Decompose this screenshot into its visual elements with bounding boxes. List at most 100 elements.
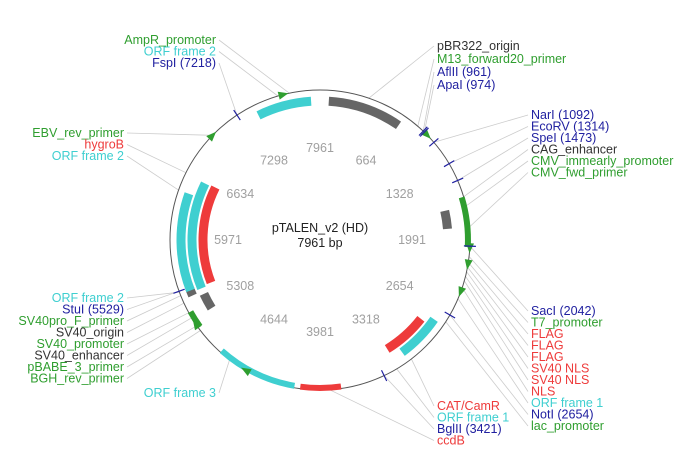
leader-line (468, 256, 529, 323)
feature-label-bglii-3421: BglII (3421) (437, 422, 502, 436)
feature-label-lac-promoter: lac_promoter (531, 419, 604, 433)
leader-line (457, 137, 529, 181)
feature-label-t7-promoter: T7_promoter (531, 316, 603, 330)
feature-label-apai-974: ApaI (974) (437, 78, 495, 92)
ruler-tick-label: 3318 (352, 313, 380, 327)
feature-arrowhead (206, 131, 217, 142)
feature-label-m13-forward20-primer: M13_forward20_primer (437, 52, 566, 66)
feature-arc-cmv-immearly-promoter (440, 209, 452, 230)
feature-label-bgh-rev-primer: BGH_rev_primer (30, 372, 124, 386)
feature-label-orf-frame-3: ORF frame 3 (144, 386, 216, 400)
leader-line (126, 291, 180, 299)
label-leader-lines (126, 39, 529, 441)
feature-arc-hygrob (198, 185, 220, 285)
ruler-tick-label: 7298 (260, 153, 288, 167)
enzyme-site-tick (444, 311, 456, 319)
leader-line (448, 126, 529, 165)
leader-line (126, 290, 180, 310)
feature-label-orf-frame-2: ORF frame 2 (52, 291, 124, 305)
feature-arc-pbr322-origin (328, 96, 402, 130)
enzyme-site-tick (443, 160, 455, 168)
feature-label-noti-2654: NotI (2654) (531, 408, 594, 422)
feature-arcs (176, 91, 474, 391)
feature-label-hygrob: hygroB (84, 138, 124, 152)
feature-label-cat-camr: CAT/CamR (437, 399, 500, 413)
feature-arc-cat-camr (384, 315, 425, 353)
feature-label-sv40-nls: SV40 NLS (531, 362, 589, 376)
leader-line (422, 71, 435, 132)
feature-label-ccdb: ccdB (437, 434, 465, 448)
feature-label-flag: FLAG (531, 350, 564, 364)
enzyme-site-tick (419, 127, 429, 137)
feature-label-cag-enhancer: CAG_enhancer (531, 143, 617, 157)
leader-line (469, 172, 529, 228)
leader-line (126, 295, 181, 322)
feature-label-sv40-nls: SV40 NLS (531, 373, 589, 387)
leader-line (411, 358, 435, 407)
leader-line (461, 287, 529, 392)
feature-arrowhead (420, 128, 431, 139)
feature-label-stui-5529: StuI (5529) (62, 303, 124, 317)
leader-line (467, 266, 529, 346)
leader-line (445, 321, 529, 427)
ruler-tick-label: 6634 (226, 187, 254, 201)
leader-line (126, 317, 192, 356)
ruler-tick-label: 3981 (306, 325, 334, 339)
feature-label-aflii-961: AflII (961) (437, 65, 491, 79)
feature-arc-orf-frame-1-lower-right (399, 316, 438, 356)
ruler-tick-label: 664 (356, 153, 377, 167)
feature-label-spei-1473: SpeI (1473) (531, 131, 596, 145)
leader-line (126, 155, 179, 191)
enzyme-site-tick (418, 126, 428, 136)
feature-label-flag: FLAG (531, 327, 564, 341)
leader-line (126, 144, 187, 174)
leader-line (449, 314, 529, 415)
ruler-tick-label: 5308 (226, 279, 254, 293)
leader-line (126, 312, 189, 345)
feature-label-ampr-promoter: AmpR_promoter (124, 33, 216, 47)
leader-line (218, 39, 290, 94)
leader-line (463, 149, 529, 198)
feature-arc-ccdb (299, 383, 342, 391)
leader-line (463, 280, 529, 381)
enzyme-site-ticks (173, 109, 476, 382)
feature-label-orf-frame-2: ORF frame 2 (144, 45, 216, 59)
enzyme-site-tick (451, 177, 464, 184)
leader-line (423, 84, 435, 133)
feature-label-cmv-immearly-promoter: CMV_immearly_promoter (531, 154, 673, 168)
leader-line (329, 389, 435, 441)
feature-label-pbabe-3-primer: pBABE_3_primer (27, 360, 124, 374)
feature-label-orf-frame-1: ORF frame 1 (531, 396, 603, 410)
feature-arc-orf-frame-2-left (176, 192, 195, 293)
enzyme-site-tick (233, 109, 241, 121)
leader-line (368, 45, 435, 99)
plasmid-length: 7961 bp (297, 236, 342, 250)
leader-line (465, 160, 529, 207)
feature-arrowhead (464, 259, 473, 270)
feature-label-nari-1092: NarI (1092) (531, 108, 594, 122)
feature-label-ebv-rev-primer: EBV_rev_primer (32, 126, 124, 140)
leader-line (465, 276, 529, 369)
feature-label-sv40-promoter: SV40_promoter (36, 337, 124, 351)
feature-label-cmv-fwd-primer: CMV_fwd_primer (531, 166, 628, 180)
leader-line (126, 330, 201, 379)
feature-label-nls: NLS (531, 385, 555, 399)
enzyme-site-tick (463, 245, 476, 247)
feature-label-sv40-enhancer: SV40_enhancer (34, 349, 124, 363)
ruler-tick-label: 1328 (386, 187, 414, 201)
leader-line (417, 58, 435, 127)
leader-line (126, 325, 198, 368)
leader-line (218, 359, 230, 394)
leader-line (467, 262, 529, 335)
leader-line (466, 271, 529, 358)
leader-line (396, 368, 435, 418)
feature-arrowhead (466, 243, 474, 254)
ruler-tick-label: 4644 (260, 313, 288, 327)
feature-arrowhead (192, 319, 202, 331)
feature-label-orf-frame-2: ORF frame 2 (52, 149, 124, 163)
leader-line (457, 298, 529, 404)
